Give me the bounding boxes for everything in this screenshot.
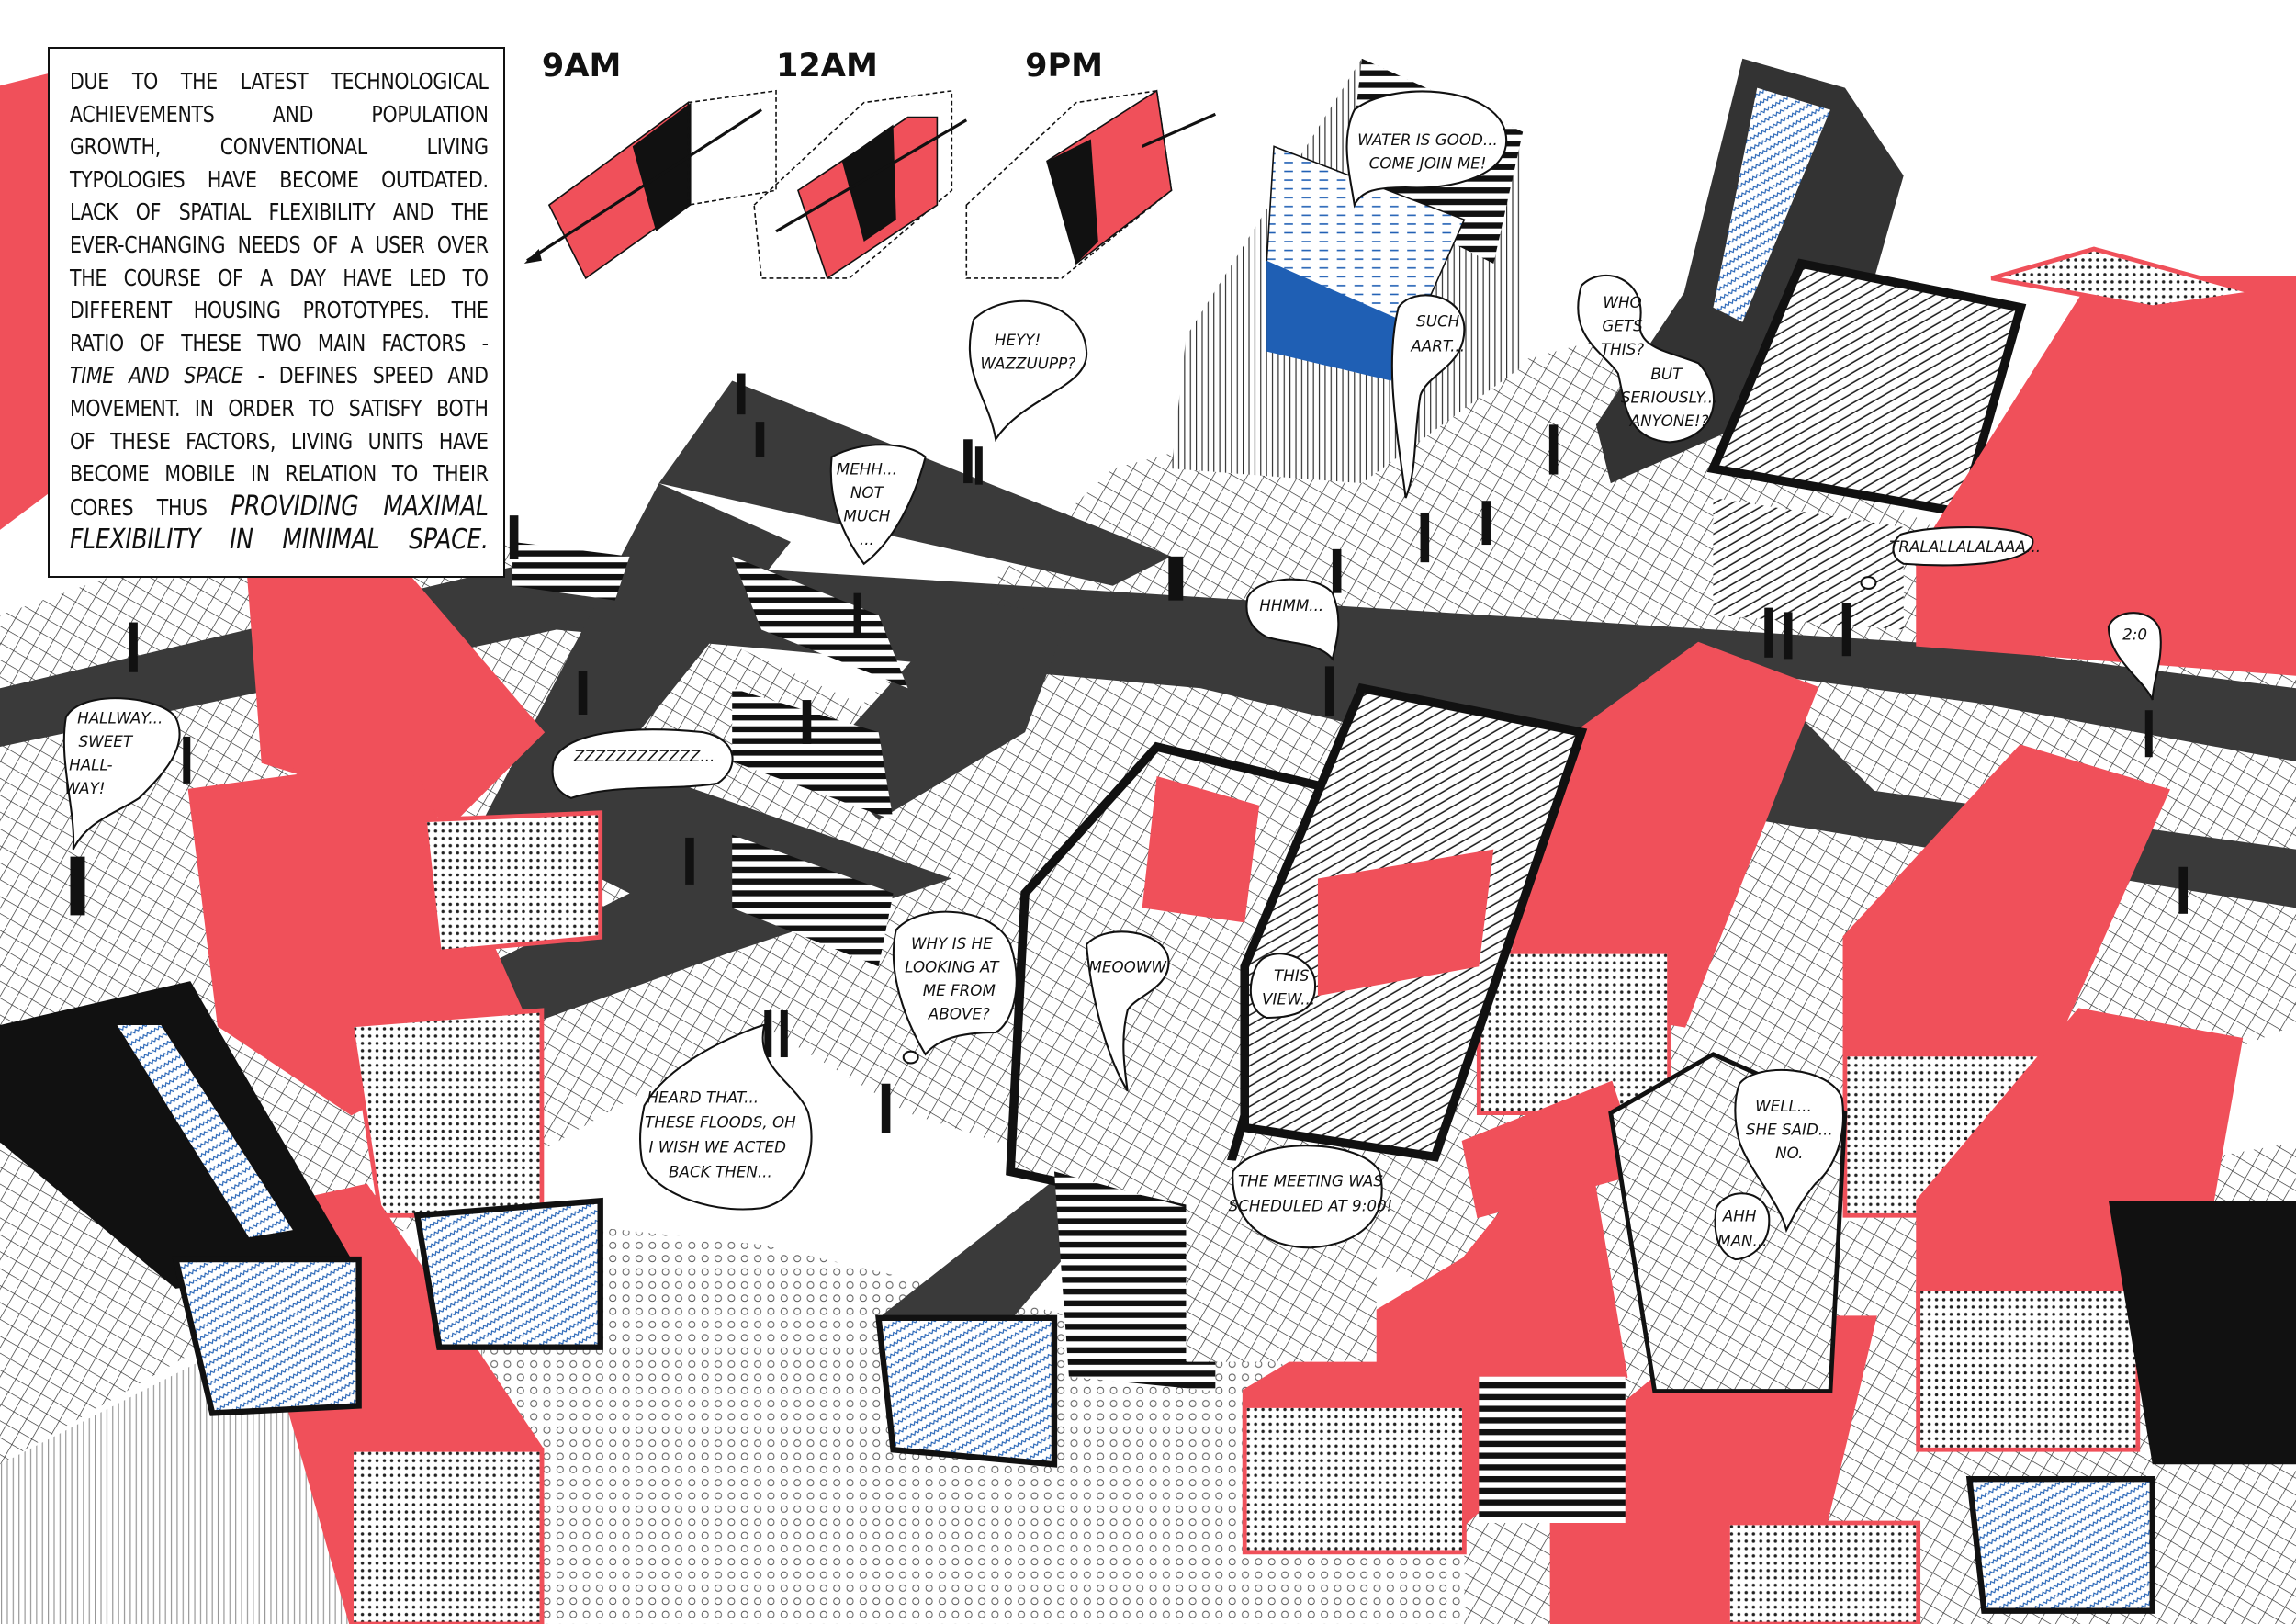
svg-text:THESE FLOODS, OH: THESE FLOODS, OH — [645, 1113, 796, 1132]
svg-text:VIEW...: VIEW... — [1262, 990, 1315, 1009]
speech-bubble: MEHH... NOT MUCH ... — [829, 444, 927, 566]
svg-text:...: ... — [860, 530, 874, 548]
svg-text:MEOOWW: MEOOWW — [1088, 958, 1167, 976]
speech-bubbles: HEYY! WAZZUUPP? MEHH... NOT MUCH ... WAT… — [62, 90, 2162, 1261]
blue-black-blocks — [0, 981, 2296, 1614]
speech-bubble: WATER IS GOOD... COME JOIN ME! — [1345, 90, 1508, 209]
svg-text:WHO: WHO — [1603, 293, 1641, 311]
intro-line: ACHIEVEMENTS AND POPULATION — [70, 100, 489, 128]
svg-text:MEHH...: MEHH... — [837, 460, 897, 479]
svg-text:WAY!: WAY! — [64, 779, 105, 797]
intro-line: DUE TO THE LATEST TECHNOLOGICAL — [70, 68, 489, 95]
speech-bubble: 2:0 — [2107, 612, 2162, 701]
intro-line: LACK OF SPATIAL FLEXIBILITY AND THE — [70, 198, 489, 226]
svg-text:WAZZUUPP?: WAZZUUPP? — [980, 355, 1075, 373]
intro-line: DIFFERENT HOUSING PROTOTYPES. THE — [70, 297, 489, 324]
unit-9pm — [965, 89, 1216, 279]
svg-text:ANYONE!?: ANYONE!? — [1629, 412, 1709, 430]
svg-text:BACK THEN...: BACK THEN... — [669, 1163, 772, 1181]
intro-line: TIME AND SPACE - DEFINES SPEED AND — [70, 362, 489, 389]
time-label-12am: 12AM — [776, 47, 878, 85]
svg-text:SWEET: SWEET — [79, 732, 134, 750]
speech-bubble: WELL... SHE SAID... NO. — [1734, 1068, 1844, 1234]
svg-text:ME FROM: ME FROM — [923, 981, 996, 999]
intro-line: MOVEMENT. IN ORDER TO SATISFY BOTH — [70, 394, 489, 422]
svg-text:TRALALLALALAAA...: TRALALLALALAAA... — [1889, 537, 2041, 556]
svg-text:AART...: AART... — [1410, 337, 1465, 355]
intro-line: TYPOLOGIES HAVE BECOME OUTDATED. — [70, 165, 489, 193]
svg-text:WATER IS GOOD...: WATER IS GOOD... — [1357, 130, 1498, 149]
svg-text:THIS: THIS — [1274, 966, 1310, 985]
svg-text:THE MEETING WAS: THE MEETING WAS — [1238, 1171, 1383, 1190]
intro-emphasis: PROVIDING MAXIMAL — [231, 490, 489, 523]
intro-line: THE COURSE OF A DAY HAVE LED TO — [70, 264, 489, 291]
svg-text:SUCH: SUCH — [1416, 312, 1460, 331]
speech-bubble: MEOOWW — [1085, 930, 1170, 1092]
time-label-9pm: 9PM — [1025, 47, 1103, 85]
svg-text:2:0: 2:0 — [2122, 626, 2147, 644]
speech-bubble: HALLWAY... SWEET HALL- WAY! — [62, 697, 181, 851]
movement-arrow-icon — [1141, 112, 1216, 148]
intro-line: FLEXIBILITY IN MINIMAL SPACE. — [70, 524, 489, 557]
svg-text:SCHEDULED AT 9:00!: SCHEDULED AT 9:00! — [1229, 1196, 1393, 1214]
svg-text:HALLWAY...: HALLWAY... — [77, 709, 163, 727]
speech-bubble: ZZZZZZZZZZZZ... — [551, 728, 734, 799]
svg-text:HALL-: HALL- — [69, 756, 112, 774]
svg-text:HHMM...: HHMM... — [1259, 596, 1323, 615]
speech-bubble: WHO GETS THIS? BUT SERIOUSLY... ANYONE!? — [1577, 274, 1718, 444]
speech-bubble: HHMM... — [1245, 578, 1340, 661]
svg-text:BUT: BUT — [1650, 365, 1683, 383]
svg-text:HEYY!: HEYY! — [995, 331, 1041, 349]
unit-12am — [753, 89, 968, 280]
svg-text:WELL...: WELL... — [1755, 1097, 1812, 1115]
thought-bubble: WHY IS HE LOOKING AT ME FROM ABOVE? — [892, 910, 1018, 1065]
people-silhouettes — [70, 373, 2189, 1133]
svg-text:GETS: GETS — [1602, 316, 1643, 334]
svg-text:ABOVE?: ABOVE? — [928, 1005, 990, 1023]
time-label-9am: 9AM — [542, 47, 621, 85]
svg-text:MUCH: MUCH — [843, 507, 890, 525]
speech-bubble: THE MEETING WAS SCHEDULED AT 9:00! — [1229, 1145, 1393, 1249]
intro-line: EVER-CHANGING NEEDS OF A USER OVER — [70, 231, 489, 258]
intro-emphasis: TIME AND SPACE — [70, 362, 243, 389]
svg-text:MAN...: MAN... — [1717, 1232, 1767, 1250]
svg-text:I WISH WE ACTED: I WISH WE ACTED — [648, 1138, 786, 1156]
svg-text:AHH: AHH — [1722, 1207, 1757, 1225]
intro-line: OF THESE FACTORS, LIVING UNITS HAVE — [70, 427, 489, 455]
speech-bubble: HEYY! WAZZUUPP? — [968, 299, 1088, 443]
intro-text-panel: DUE TO THE LATEST TECHNOLOGICAL ACHIEVEM… — [48, 47, 505, 578]
svg-text:NO.: NO. — [1775, 1144, 1803, 1162]
intro-line: CORES THUS PROVIDING MAXIMAL — [70, 490, 489, 523]
svg-text:NOT: NOT — [850, 483, 885, 502]
intro-line: GROWTH, CONVENTIONAL LIVING — [70, 133, 489, 161]
svg-text:ZZZZZZZZZZZZ...: ZZZZZZZZZZZZ... — [573, 747, 715, 765]
svg-text:HEARD THAT...: HEARD THAT... — [647, 1088, 759, 1106]
speech-bubble: THIS VIEW... — [1249, 953, 1316, 1020]
intro-line: RATIO OF THESE TWO MAIN FACTORS - — [70, 329, 489, 356]
speech-bubble: SUCH AART... — [1390, 294, 1466, 499]
movement-arrow-icon — [526, 108, 762, 263]
speech-bubble: AHH MAN... — [1714, 1192, 1771, 1261]
intro-line: BECOME MOBILE IN RELATION TO THEIR — [70, 460, 489, 488]
svg-text:LOOKING AT: LOOKING AT — [905, 958, 1000, 976]
unit-9am — [523, 89, 777, 280]
svg-text:COME JOIN ME!: COME JOIN ME! — [1369, 153, 1487, 172]
thought-bubble: HEARD THAT... THESE FLOODS, OH I WISH WE… — [639, 1023, 813, 1211]
svg-text:SHE SAID...: SHE SAID... — [1746, 1121, 1833, 1139]
svg-text:THIS?: THIS? — [1601, 340, 1644, 358]
svg-text:SERIOUSLY...: SERIOUSLY... — [1621, 388, 1718, 406]
svg-text:WHY IS HE: WHY IS HE — [911, 934, 993, 953]
movement-arrow-icon — [775, 118, 968, 233]
thought-bubble: TRALALLALALAAA... — [1860, 526, 2041, 590]
staircases — [512, 541, 908, 967]
time-of-day-diagram: 9AM 12AM 9PM — [523, 47, 1216, 280]
